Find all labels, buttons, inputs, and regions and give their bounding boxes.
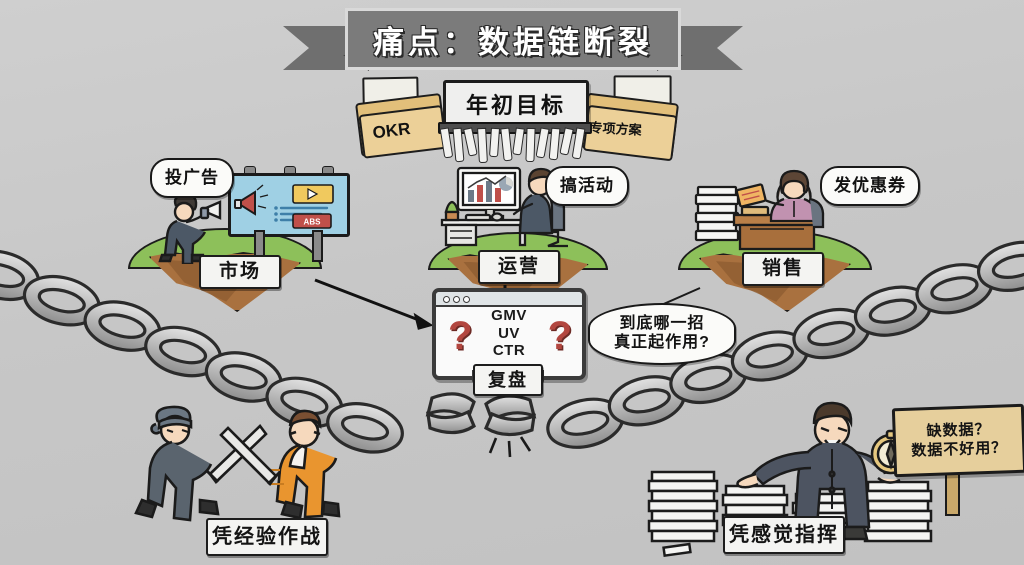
folder-okr: OKR: [355, 76, 448, 159]
label-command-by-feel-text: 凭感觉指挥: [729, 523, 839, 546]
banner-title: 痛点：数据链断裂: [373, 24, 653, 60]
label-command-by-feel: 凭感觉指挥: [723, 516, 845, 554]
bubble-operations: 搞活动: [545, 166, 629, 206]
label-fight-by-experience-text: 凭经验作战: [212, 525, 322, 548]
label-sales-text: 销售: [761, 258, 804, 280]
billboard: ABS: [228, 166, 350, 262]
kpi-ctr: CTR: [492, 342, 526, 360]
label-review-text: 复盘: [488, 369, 528, 390]
window-dot-2: [453, 296, 460, 303]
kpi-gmv: GMV: [491, 307, 527, 324]
window-dot-1: [443, 296, 450, 303]
sales-desk-scene: [690, 165, 860, 251]
kpi-list: GMV UV CTR: [436, 307, 582, 360]
signboard-line2: 数据不好用？: [911, 438, 1008, 460]
scene-experience-fight: [128, 400, 360, 560]
bubble-market-text: 投广告: [165, 167, 219, 187]
banner-plate: 痛点：数据链断裂: [345, 8, 681, 70]
ribbon-right: [671, 26, 743, 70]
window-dot-3: [463, 296, 470, 303]
bubble-question-line1: 到底哪一招: [619, 315, 705, 333]
signboard-data-problems: 缺数据？ 数据不好用？: [891, 403, 1024, 478]
question-mark-right: ?: [547, 314, 572, 358]
shredded-strips: [439, 127, 590, 164]
bubble-market: 投广告: [150, 158, 234, 198]
billboard-artwork: ABS: [234, 184, 334, 229]
folder-special-plan: 专项方案: [580, 75, 680, 162]
signboard-line1: 缺数据？: [926, 420, 991, 440]
label-market-text: 市场: [218, 261, 261, 283]
billboard-badge-text: ABS: [304, 218, 322, 227]
arrow-market-to-review: [314, 278, 425, 324]
label-sales: 销售: [742, 252, 824, 286]
label-operations-text: 运营: [497, 256, 540, 278]
label-fight-by-experience: 凭经验作战: [206, 518, 328, 556]
label-review: 复盘: [473, 364, 543, 396]
scene-gut-feel-command: [646, 396, 946, 564]
shredder-title: 年初目标: [465, 93, 566, 118]
bubble-sales: 发优惠券: [820, 166, 920, 206]
person-marketer: [156, 192, 230, 266]
question-mark-left: ?: [448, 314, 473, 358]
label-operations: 运营: [478, 250, 560, 284]
title-banner: 痛点：数据链断裂: [283, 8, 743, 71]
bubble-question-line2: 真正起作用?: [614, 334, 710, 351]
bubble-operations-text: 搞活动: [560, 175, 614, 195]
bubble-which-tactic-works: 到底哪一招 真正起作用?: [588, 303, 736, 365]
label-market: 市场: [199, 255, 281, 289]
folder-special-plan-label: 专项方案: [589, 119, 642, 138]
bubble-sales-text: 发优惠券: [834, 175, 906, 195]
browser-title-bar: [436, 292, 582, 307]
goal-document-shredder: 年初目标: [443, 80, 589, 128]
kpi-uv: UV: [498, 324, 520, 342]
